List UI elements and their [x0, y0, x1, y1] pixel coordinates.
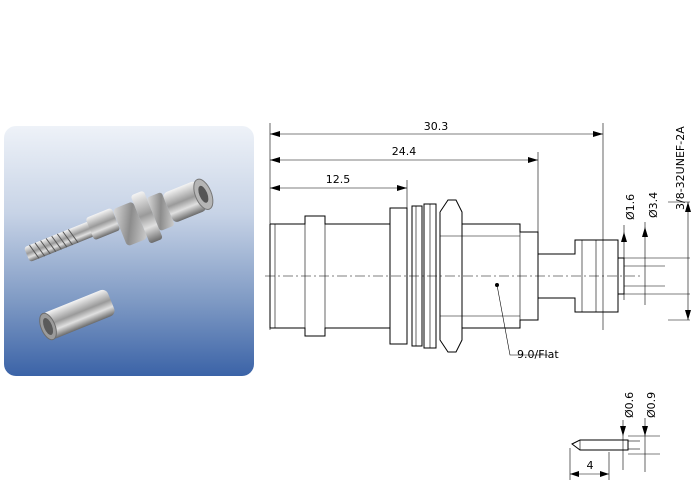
dimension-overall-length: 30.3 [269, 120, 604, 330]
pin-dia-small-label: Ø0.6 [623, 392, 636, 418]
product-photo-panel [4, 126, 254, 376]
mid-length-label: 24.4 [392, 145, 417, 158]
pin-dia-large-label: Ø0.9 [645, 392, 658, 418]
flat-callout: 9.0/Flat [495, 283, 559, 361]
bnc-connector-photo [24, 178, 214, 341]
dimension-dia-small: Ø1.6 [621, 194, 637, 300]
dimension-short-length: 12.5 [270, 173, 408, 210]
thread-label: 3/8-32UNEF-2A [674, 126, 687, 210]
connector-outline [265, 199, 690, 353]
dimension-dia-large: Ø3.4 [642, 192, 660, 305]
dimension-mid-length: 24.4 [270, 145, 539, 232]
dimension-thread: 3/8-32UNEF-2A [668, 126, 691, 321]
short-length-label: 12.5 [326, 173, 351, 186]
dia-large-label: Ø3.4 [647, 192, 660, 218]
overall-length-label: 30.3 [424, 120, 449, 133]
dia-small-label: Ø1.6 [624, 194, 637, 220]
pin-detail: Ø0.6 Ø0.9 4 [569, 392, 660, 480]
pin-length-label: 4 [587, 459, 594, 472]
flat-label: 9.0/Flat [517, 348, 559, 361]
